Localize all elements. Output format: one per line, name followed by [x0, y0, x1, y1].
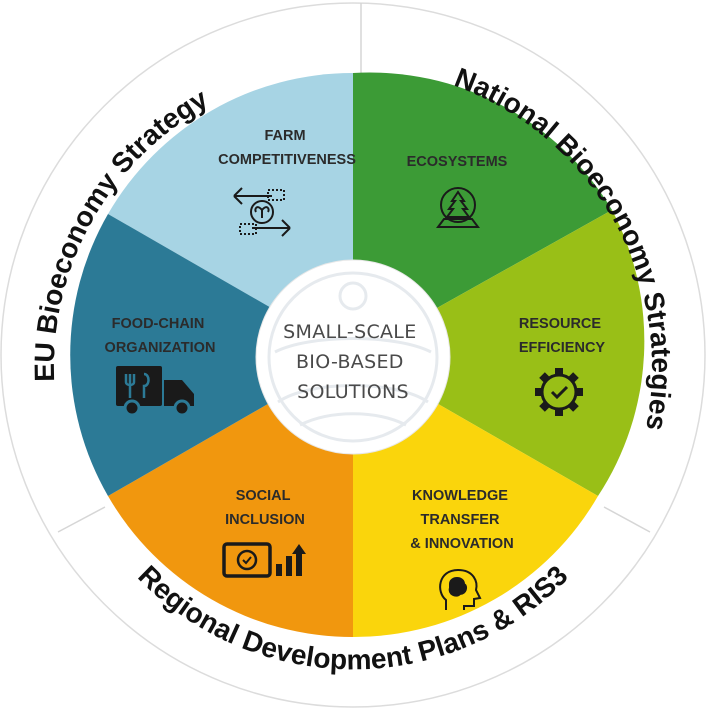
label-social-inclusion: SOCIAL INCLUSION	[225, 488, 305, 528]
money-growth-icon	[222, 542, 306, 578]
head-brain-icon	[439, 568, 482, 610]
center-watermark-icon	[267, 271, 439, 443]
label-knowledge-transfer: KNOWLEDGE TRANSFER & INNOVATION	[410, 488, 513, 552]
center-title: SMALL-SCALE BIO-BASED SOLUTIONS	[283, 321, 423, 403]
segment-resource-efficiency	[353, 210, 645, 496]
label-food-chain: FOOD-CHAIN ORGANIZATION	[105, 316, 216, 356]
food-truck-icon	[116, 366, 194, 417]
recycle-plant-icon	[233, 187, 291, 237]
label-ecosystems: ECOSYSTEMS	[407, 154, 508, 170]
segment-food-chain	[70, 214, 353, 496]
label-resource-efficiency: RESOURCE EFFICIENCY	[519, 316, 606, 356]
tree-globe-icon	[436, 187, 480, 228]
center-circle: SMALL-SCALE BIO-BASED SOLUTIONS	[255, 259, 451, 455]
label-farm-competitiveness: FARM COMPETITIVENESS	[218, 128, 356, 168]
